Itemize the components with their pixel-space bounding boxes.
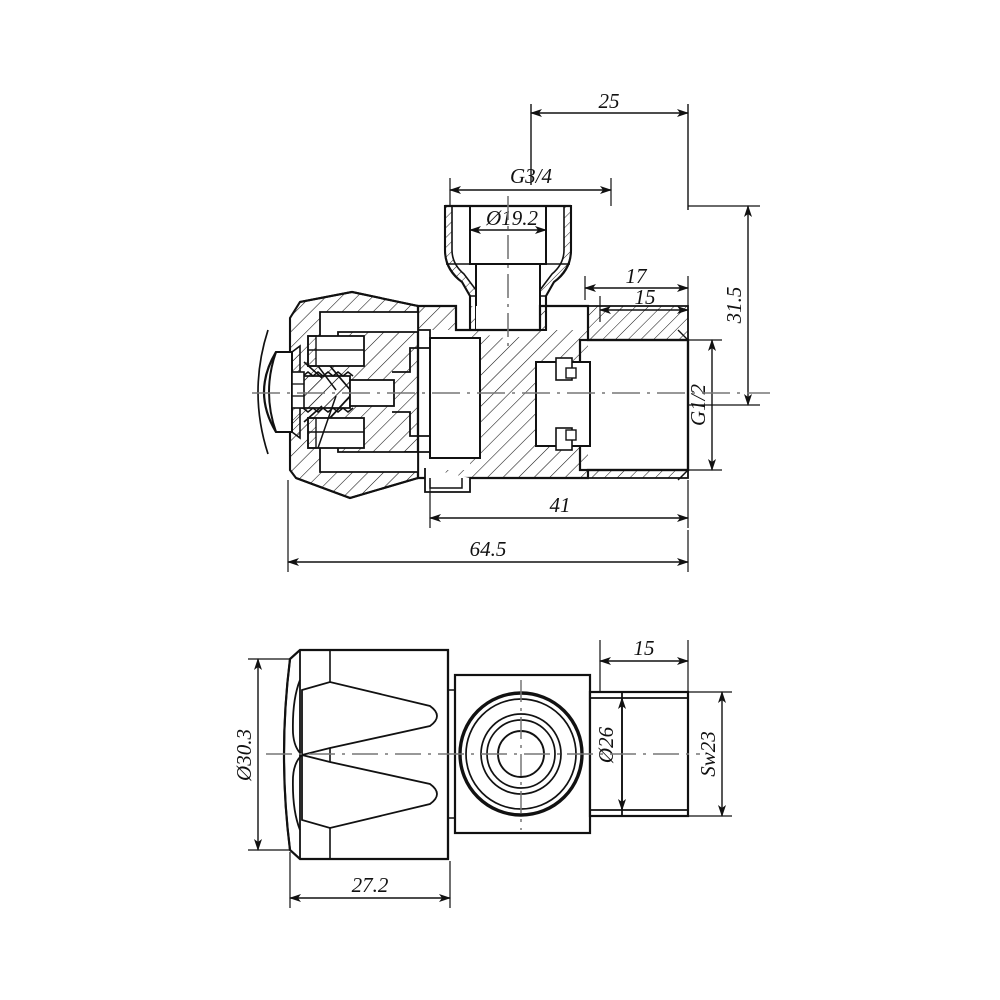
section-centerline bbox=[252, 196, 770, 394]
dimension-label-15-bottom: 15 bbox=[634, 636, 655, 660]
dimension-27-2: 27.2 bbox=[289, 852, 451, 908]
dimension-64-5: 64.5 bbox=[287, 480, 689, 572]
dimension-label-27-2: 27.2 bbox=[352, 873, 389, 897]
dimension-15-bottom: 15 bbox=[599, 636, 689, 692]
section-view: 25 G3/4 bbox=[252, 89, 770, 572]
body-elevation bbox=[448, 673, 592, 835]
dimension-dia-26: Ø26 bbox=[594, 697, 626, 811]
bonnet-and-stem-section bbox=[257, 290, 420, 500]
dimension-label-64-5: 64.5 bbox=[470, 537, 507, 561]
dimension-dia-30-3: Ø30.3 bbox=[232, 658, 290, 851]
dimension-label-25: 25 bbox=[599, 89, 620, 113]
dimension-label-dia-19-2: Ø19.2 bbox=[485, 206, 538, 230]
dimension-label-17: 17 bbox=[626, 264, 649, 288]
dimension-25: 25 bbox=[530, 89, 689, 210]
dimension-31-5: 31.5 bbox=[688, 205, 760, 406]
elevation-centerline bbox=[266, 680, 700, 830]
dimension-sw23: Sw23 bbox=[688, 691, 732, 817]
dimension-label-15-top: 15 bbox=[635, 285, 656, 309]
valve-body-section bbox=[392, 304, 690, 481]
dimension-g34: G3/4 bbox=[449, 164, 612, 206]
dimension-label-41: 41 bbox=[550, 493, 571, 517]
dimension-label-g12: G1/2 bbox=[686, 384, 710, 427]
dimension-label-dia-30-3: Ø30.3 bbox=[232, 729, 256, 782]
dimension-41: 41 bbox=[429, 480, 689, 528]
dimension-label-dia-26: Ø26 bbox=[594, 726, 618, 764]
dimension-label-g34: G3/4 bbox=[510, 164, 553, 188]
dimension-17: 17 bbox=[584, 264, 689, 306]
dimension-label-31-5: 31.5 bbox=[722, 287, 746, 325]
dimension-g12: G1/2 bbox=[686, 339, 722, 471]
elevation-view: Ø30.3 bbox=[232, 636, 732, 908]
dimension-dia-19-2: Ø19.2 bbox=[469, 206, 547, 234]
